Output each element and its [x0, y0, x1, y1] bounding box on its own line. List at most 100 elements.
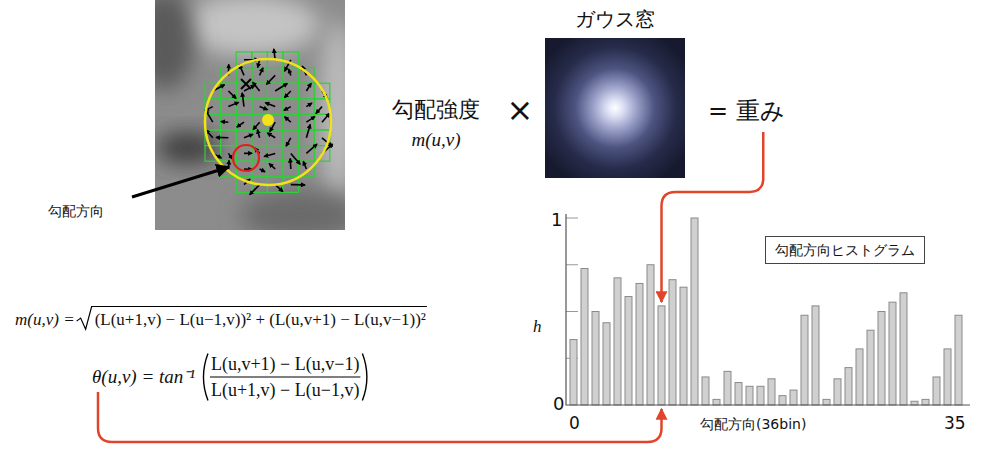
grid-cell: [267, 161, 283, 177]
histogram-bar: [790, 390, 797, 405]
sample-grid: [205, 52, 330, 192]
histogram: [566, 214, 970, 405]
histogram-bar: [779, 396, 786, 405]
parenthesis: [203, 354, 208, 401]
histogram-bar: [856, 349, 863, 405]
grid-cell: [252, 130, 268, 146]
axis-label: h: [533, 316, 542, 337]
grid-cell: [252, 68, 268, 84]
gradient-arrow: [228, 102, 238, 106]
gradient-arrow: [260, 107, 268, 110]
histogram-bar: [933, 377, 940, 405]
title-box: 勾配方向ヒストグラム: [765, 236, 925, 264]
histogram-bar: [570, 340, 577, 405]
grid-cell: [221, 114, 237, 130]
grid-cell: [267, 130, 283, 146]
gradient-arrow: [265, 103, 275, 107]
histogram-bar: [746, 386, 753, 405]
face-shadow: [240, 190, 345, 230]
gradient-arrow: [285, 91, 291, 97]
node-text: 勾配方向ヒストグラム: [775, 241, 915, 259]
gradient-arrow: [289, 159, 291, 169]
formula-denominator: L(u+1,v) − L(u−1,v): [211, 379, 359, 402]
histogram-bar: [757, 386, 764, 405]
formula-text: θ(u,v) = tan⁻¹: [92, 365, 195, 389]
window-circle: [205, 59, 331, 185]
histogram-bar: [669, 280, 676, 405]
gradient-arrow: [306, 144, 316, 153]
face-shadow: [155, 0, 195, 90]
face-highlight: [320, 20, 345, 200]
highlight-circle: [233, 145, 259, 171]
gradient-arrow: [291, 153, 300, 164]
formula-text: m(u,v) =: [15, 309, 75, 330]
histogram-bar: [647, 265, 654, 405]
gradient-arrow: [244, 152, 252, 154]
axis-tick-label: 1: [551, 209, 562, 232]
histogram-bar: [812, 306, 819, 405]
grid-cell: [299, 114, 315, 130]
histogram-bar: [801, 315, 808, 405]
grid-cell: [267, 68, 283, 84]
parenthesis: [362, 354, 367, 401]
axis-tick-label: 35: [944, 413, 966, 434]
gradient-arrow: [289, 69, 291, 75]
gradient-arrow: [306, 103, 311, 107]
histogram-bar: [713, 399, 720, 405]
face-highlight: [180, 0, 320, 55]
gradient-arrow: [284, 107, 291, 111]
histogram-bar: [581, 268, 588, 405]
formula-text: (L(u+1,v) − L(u−1,v))² + (L(u,v+1) − L(u…: [95, 306, 426, 330]
node-text: ガウス窓: [545, 6, 685, 32]
formula-numerator: L(u,v+1) − L(u,v−1): [211, 353, 359, 376]
gradient-arrow: [291, 184, 305, 186]
histogram-bar: [735, 383, 742, 405]
gradient-arrow: [250, 185, 260, 195]
histogram-bar: [900, 293, 907, 405]
gaussian-window: ガウス窓: [545, 6, 685, 178]
axis-tick: [566, 264, 578, 265]
gradient-arrow: [253, 82, 260, 91]
keypoint-dot: [262, 114, 274, 126]
axis-tick: [566, 218, 578, 219]
gaussian-kernel-image: [545, 38, 685, 178]
gradient-arrow: [228, 153, 232, 159]
histogram-bar: [823, 399, 830, 405]
histogram-bar: [834, 379, 841, 405]
fraction-bar: [210, 376, 360, 377]
grid-cell: [236, 114, 252, 130]
histogram-bar: [625, 297, 632, 405]
gradient-arrow: [306, 117, 314, 123]
grid-cell: [299, 83, 315, 99]
operator-symbol: ×: [507, 90, 534, 130]
gradient-arrow: [216, 137, 228, 139]
histogram-bar: [768, 379, 775, 405]
gradient-arrow: [285, 117, 291, 122]
gradient-arrow: [237, 122, 244, 127]
grid-cell: [267, 99, 283, 115]
histogram-bar: [944, 349, 951, 405]
histogram-bar: [636, 283, 643, 405]
histogram-bar: [702, 377, 709, 405]
axis-tick-label: 0: [553, 393, 564, 416]
histogram-bar: [889, 302, 896, 405]
histogram-bar: [845, 368, 852, 405]
face-image: [155, 0, 345, 230]
grid-cell: [283, 114, 299, 130]
histogram-bar: [724, 371, 731, 405]
histogram-bar: [867, 330, 874, 405]
histogram-bar: [878, 312, 885, 406]
gradient-arrow: [221, 121, 228, 123]
result-label: = 重み: [708, 96, 785, 126]
gradient-arrow: [267, 133, 275, 138]
radical-sign: [77, 307, 427, 330]
gradient-arrow: [257, 130, 259, 138]
histogram-bar: [658, 306, 665, 405]
formula-symbol: m(u,v): [411, 128, 460, 152]
gradient-arrow: [306, 83, 311, 91]
histogram-axis: [566, 214, 970, 405]
histogram-bar: [955, 315, 962, 405]
axis-tick-label: 0: [569, 413, 580, 434]
histogram-bar: [592, 312, 599, 406]
term-label: 勾配強度: [392, 96, 480, 124]
